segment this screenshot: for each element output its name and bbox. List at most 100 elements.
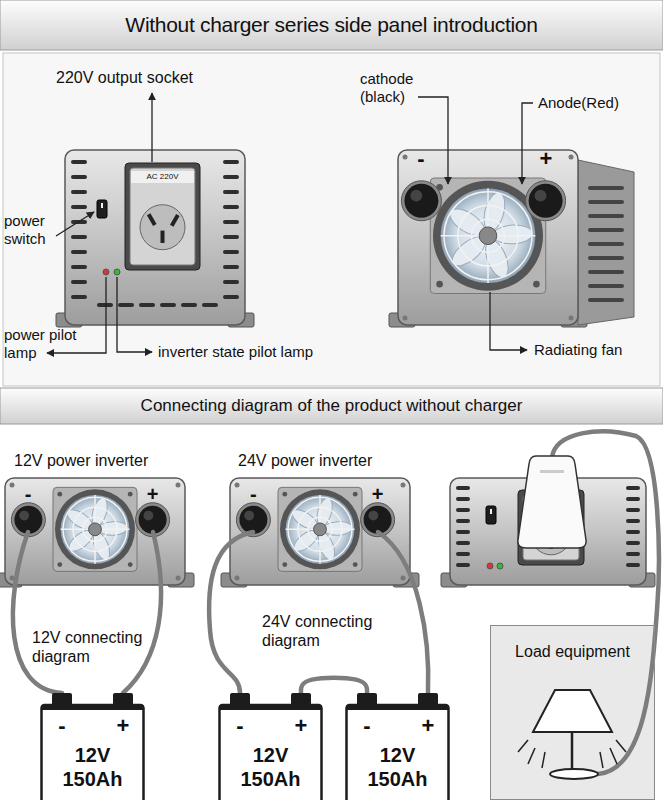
vent-slot [456, 530, 470, 534]
pilot-lamp [487, 563, 493, 569]
fan-hub [314, 523, 327, 536]
screw [128, 562, 133, 567]
cable [13, 532, 62, 693]
vent-slot [223, 295, 239, 299]
vent-slot [588, 270, 624, 274]
header-band [0, 388, 663, 424]
knob-highlight [410, 190, 422, 202]
vent-slot [588, 186, 624, 190]
vent-slot [71, 280, 87, 284]
vent-slot [71, 250, 87, 254]
fan-hub [89, 523, 102, 536]
power-plug [518, 456, 586, 548]
part-label: Radiating fan [534, 341, 622, 359]
vent-slot [71, 295, 87, 299]
terminal-sign: - [52, 715, 72, 737]
lamp-stem [571, 732, 574, 769]
vent-slot [588, 214, 624, 218]
vent-slot [71, 235, 87, 239]
battery-lid [347, 705, 449, 710]
vent-slot [626, 486, 640, 490]
battery: -+12V 150Ah [218, 693, 323, 800]
vent-slot [181, 303, 197, 307]
load-box-ground [490, 625, 655, 800]
vent-slot [118, 303, 134, 307]
inverter-body [65, 150, 245, 325]
fan-hub [479, 227, 497, 245]
lamp-base [550, 769, 598, 779]
screw [128, 492, 133, 497]
vent-slot [456, 552, 470, 556]
vent-slot [223, 205, 239, 209]
inverter-label: 12V power inverter [14, 451, 148, 470]
fan-plate [278, 487, 362, 571]
polarity-sign: - [19, 484, 37, 504]
part-label: 220V output socket [56, 68, 193, 87]
vent-slot [456, 497, 470, 501]
terminal-sign: + [113, 715, 133, 737]
power-switch [486, 506, 496, 524]
vent-slot [223, 160, 239, 164]
fan-glass [441, 188, 536, 283]
vent-slot [626, 519, 640, 523]
fan-blade [98, 521, 127, 536]
part-label: Anode(Red) [538, 94, 619, 112]
terminal-sign: - [357, 715, 377, 737]
light-ray [610, 748, 617, 764]
vent-slot [202, 303, 218, 307]
vent-slot [626, 508, 640, 512]
terminal-sign: + [291, 715, 311, 737]
plug-grip [540, 470, 564, 473]
light-ray [542, 752, 545, 768]
screw [353, 492, 358, 497]
screw [282, 562, 287, 567]
polarity-sign: + [144, 484, 162, 504]
panel-ground [3, 53, 660, 386]
knob-highlight [369, 511, 379, 521]
fan-ring [280, 489, 360, 569]
vent-slot [626, 541, 640, 545]
vent-slot [71, 190, 87, 194]
knob-highlight [535, 190, 547, 202]
battery-body [220, 705, 322, 800]
vent-slot [626, 552, 640, 556]
screw [569, 316, 574, 321]
cable [378, 532, 428, 693]
screw [436, 281, 443, 288]
screw [569, 155, 574, 160]
vent-slot [456, 486, 470, 490]
screw [533, 281, 540, 288]
box-title: Load equipment [515, 642, 630, 661]
leader-line [522, 103, 533, 184]
vent-slot [223, 175, 239, 179]
polarity-sign: - [244, 484, 262, 504]
inverter-body [230, 478, 410, 585]
wiring-note: 12V connecting diagram [32, 628, 157, 666]
knob-highlight [244, 511, 254, 521]
fan-glass [61, 495, 130, 564]
battery-body [347, 705, 449, 800]
vent-slot [588, 298, 624, 302]
socket-hole [170, 214, 180, 227]
pilot-lamp [497, 563, 503, 569]
vent-slot [71, 160, 87, 164]
pilot-lamp [103, 269, 109, 275]
part-label: inverter state pilot lamp [158, 343, 313, 361]
terminal-knob [364, 506, 392, 534]
socket-face [130, 168, 195, 265]
fan-ring [55, 489, 135, 569]
terminal-sign: + [418, 715, 438, 737]
vent-slot [456, 563, 470, 567]
screw [403, 155, 408, 160]
battery: -+12V 150Ah [40, 693, 145, 800]
screw [282, 492, 287, 497]
light-ray [528, 748, 535, 764]
vent-slot [588, 228, 624, 232]
socket-hole [161, 231, 165, 243]
page-title: Without charger series side panel introd… [0, 12, 663, 37]
screw [57, 562, 62, 567]
socket-strip [131, 171, 194, 183]
screw [176, 576, 181, 581]
series-cable [301, 678, 367, 693]
vent-slot [160, 303, 176, 307]
